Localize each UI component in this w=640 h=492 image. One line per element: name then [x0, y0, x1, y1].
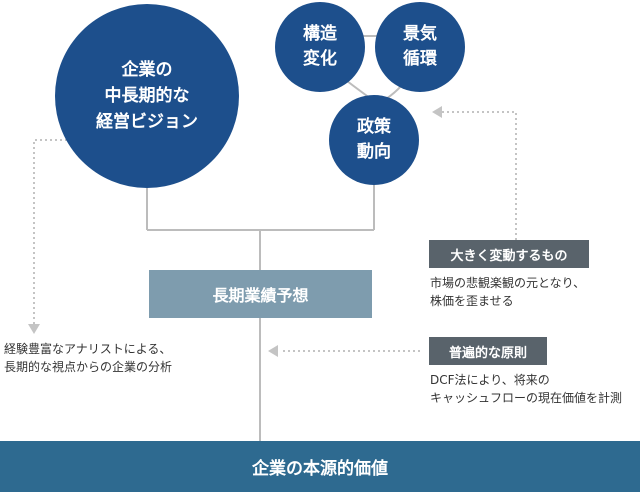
intrinsic-value-bar: 企業の本源的価値 — [0, 441, 640, 492]
big-change-label: 大きく変動するもの — [429, 240, 589, 268]
vision-arrowhead — [28, 324, 40, 334]
big-change-description: 市場の悲観楽観の元となり、 株価を歪ませる — [430, 276, 586, 308]
vision-dotted-arrow — [33, 139, 72, 326]
policy-dotted-arrow — [440, 111, 517, 240]
universal-principle-label: 普遍的な原則 — [429, 337, 547, 365]
structure-circle-label: 構造 変化 — [303, 24, 337, 69]
economy-circle-label: 景気 循環 — [403, 24, 437, 69]
forecast-bar: 長期業績予想 — [149, 270, 372, 318]
vision-circle — [55, 4, 239, 188]
structure-circle — [275, 2, 365, 92]
policy-circle — [329, 95, 419, 185]
universal-arrowhead — [268, 345, 278, 357]
analyst-note: 経験豊富なアナリストによる、 長期的な視点からの企業の分析 — [4, 342, 173, 374]
policy-arrowhead — [432, 106, 442, 118]
vision-circle-label: 企業の 中長期的な 経営ビジョン — [96, 60, 198, 132]
policy-circle-label: 政策 動向 — [357, 117, 391, 162]
universal-principle-description: DCF法により、将来の キャッシュフローの現在価値を計測 — [430, 373, 623, 405]
economy-circle — [375, 2, 465, 92]
